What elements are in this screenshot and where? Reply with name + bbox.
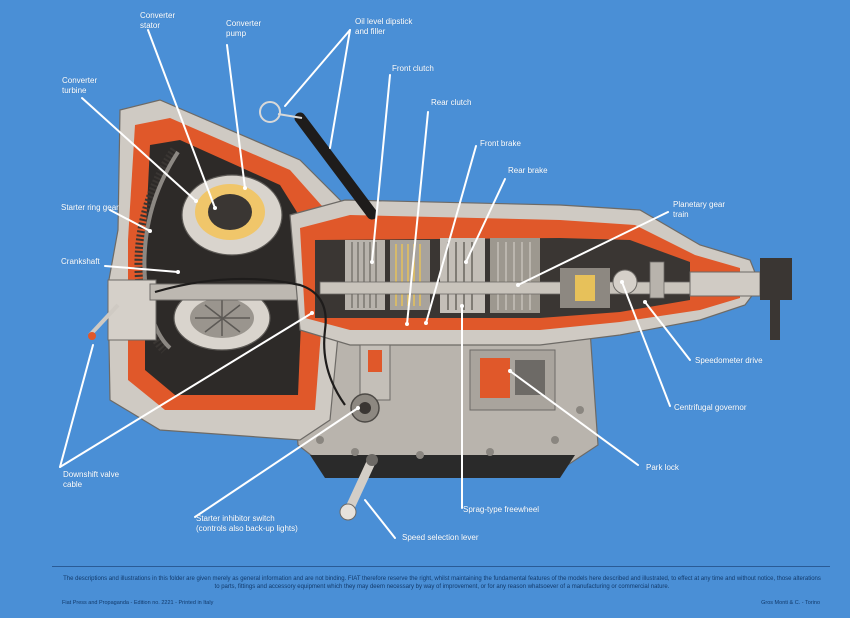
downshift-valve-cable (88, 277, 346, 406)
label-front-clutch: Front clutch (392, 64, 434, 73)
disclaimer-text: The descriptions and illustrations in th… (63, 576, 821, 590)
oil-dipstick (259, 101, 378, 220)
label-park-lock: Park lock (646, 463, 679, 472)
label-front-brake: Front brake (480, 139, 521, 148)
speed-selection-lever (339, 454, 378, 521)
label-rear-brake: Rear brake (508, 166, 548, 175)
label-speed-selection-lever: Speed selection lever (402, 533, 479, 542)
credit-left: Fiat Press and Propaganda - Edition no. … (62, 600, 214, 606)
label-sprag-freewheel: Sprag-type freewheel (463, 505, 540, 514)
label-starter-ring-gear: Starter ring gear (61, 203, 119, 212)
output-flange (689, 258, 792, 340)
starter-ring-gear (134, 147, 180, 354)
leader-dots (148, 186, 647, 410)
label-centrifugal-governor: Centrifugal governor (674, 403, 747, 412)
valve-body (350, 344, 556, 423)
torque-converter (173, 174, 283, 351)
label-rear-clutch: Rear clutch (431, 98, 472, 107)
credit-right: Gros Monti & C. - Torino (761, 600, 820, 606)
footer: The descriptions and illustrations in th… (52, 566, 830, 613)
leader-lines (59, 29, 691, 539)
label-starter-inhibitor-switch: Starter inhibitor switch(controls also b… (196, 514, 298, 533)
label-crankshaft: Crankshaft (61, 257, 100, 266)
governor-assembly (612, 261, 665, 299)
label-speedometer-drive: Speedometer drive (695, 356, 763, 365)
